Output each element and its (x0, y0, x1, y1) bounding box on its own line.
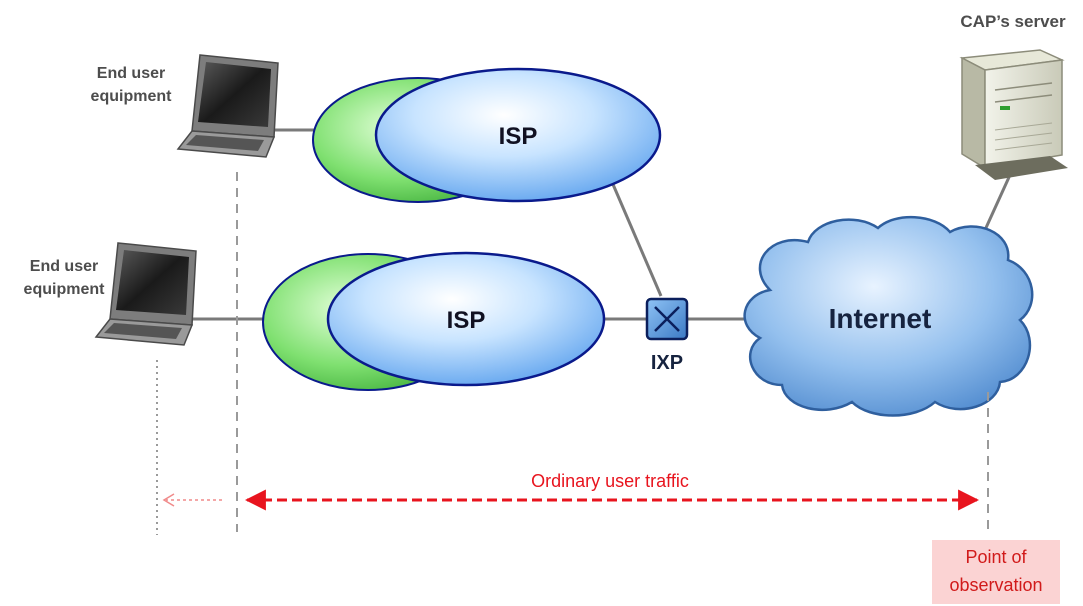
secondary-arrow-head (162, 493, 175, 507)
isp-1-label: ISP (499, 123, 538, 150)
user-1-label-line2: equipment (91, 88, 173, 105)
isp-2-ellipse (326, 251, 606, 387)
observation-box (932, 540, 1060, 604)
user-1-label-line1: End user (97, 65, 165, 82)
laptop-icon (176, 54, 279, 158)
link-isp1-ixp (610, 181, 663, 297)
ixp-switch-icon (645, 297, 689, 341)
observation-label-line1: Point of (965, 547, 1027, 567)
laptop-icon (94, 242, 197, 346)
traffic-label: Ordinary user traffic (531, 471, 689, 491)
internet-label: Internet (829, 303, 932, 334)
isp-2: ISP (262, 251, 606, 391)
isp-1-ellipse (374, 67, 662, 203)
server-label: CAP’s server (960, 12, 1066, 31)
link-server-internet (983, 174, 1012, 231)
ixp-label: IXP (651, 352, 683, 374)
isp-1: ISP (312, 67, 662, 203)
isp-2-label: ISP (447, 307, 486, 334)
server-icon (959, 49, 1068, 180)
observation-label-line2: observation (949, 575, 1042, 595)
cloud-icon (743, 216, 1034, 417)
user-2-label-line1: End user (30, 258, 98, 275)
user-2-label-line2: equipment (24, 281, 106, 298)
